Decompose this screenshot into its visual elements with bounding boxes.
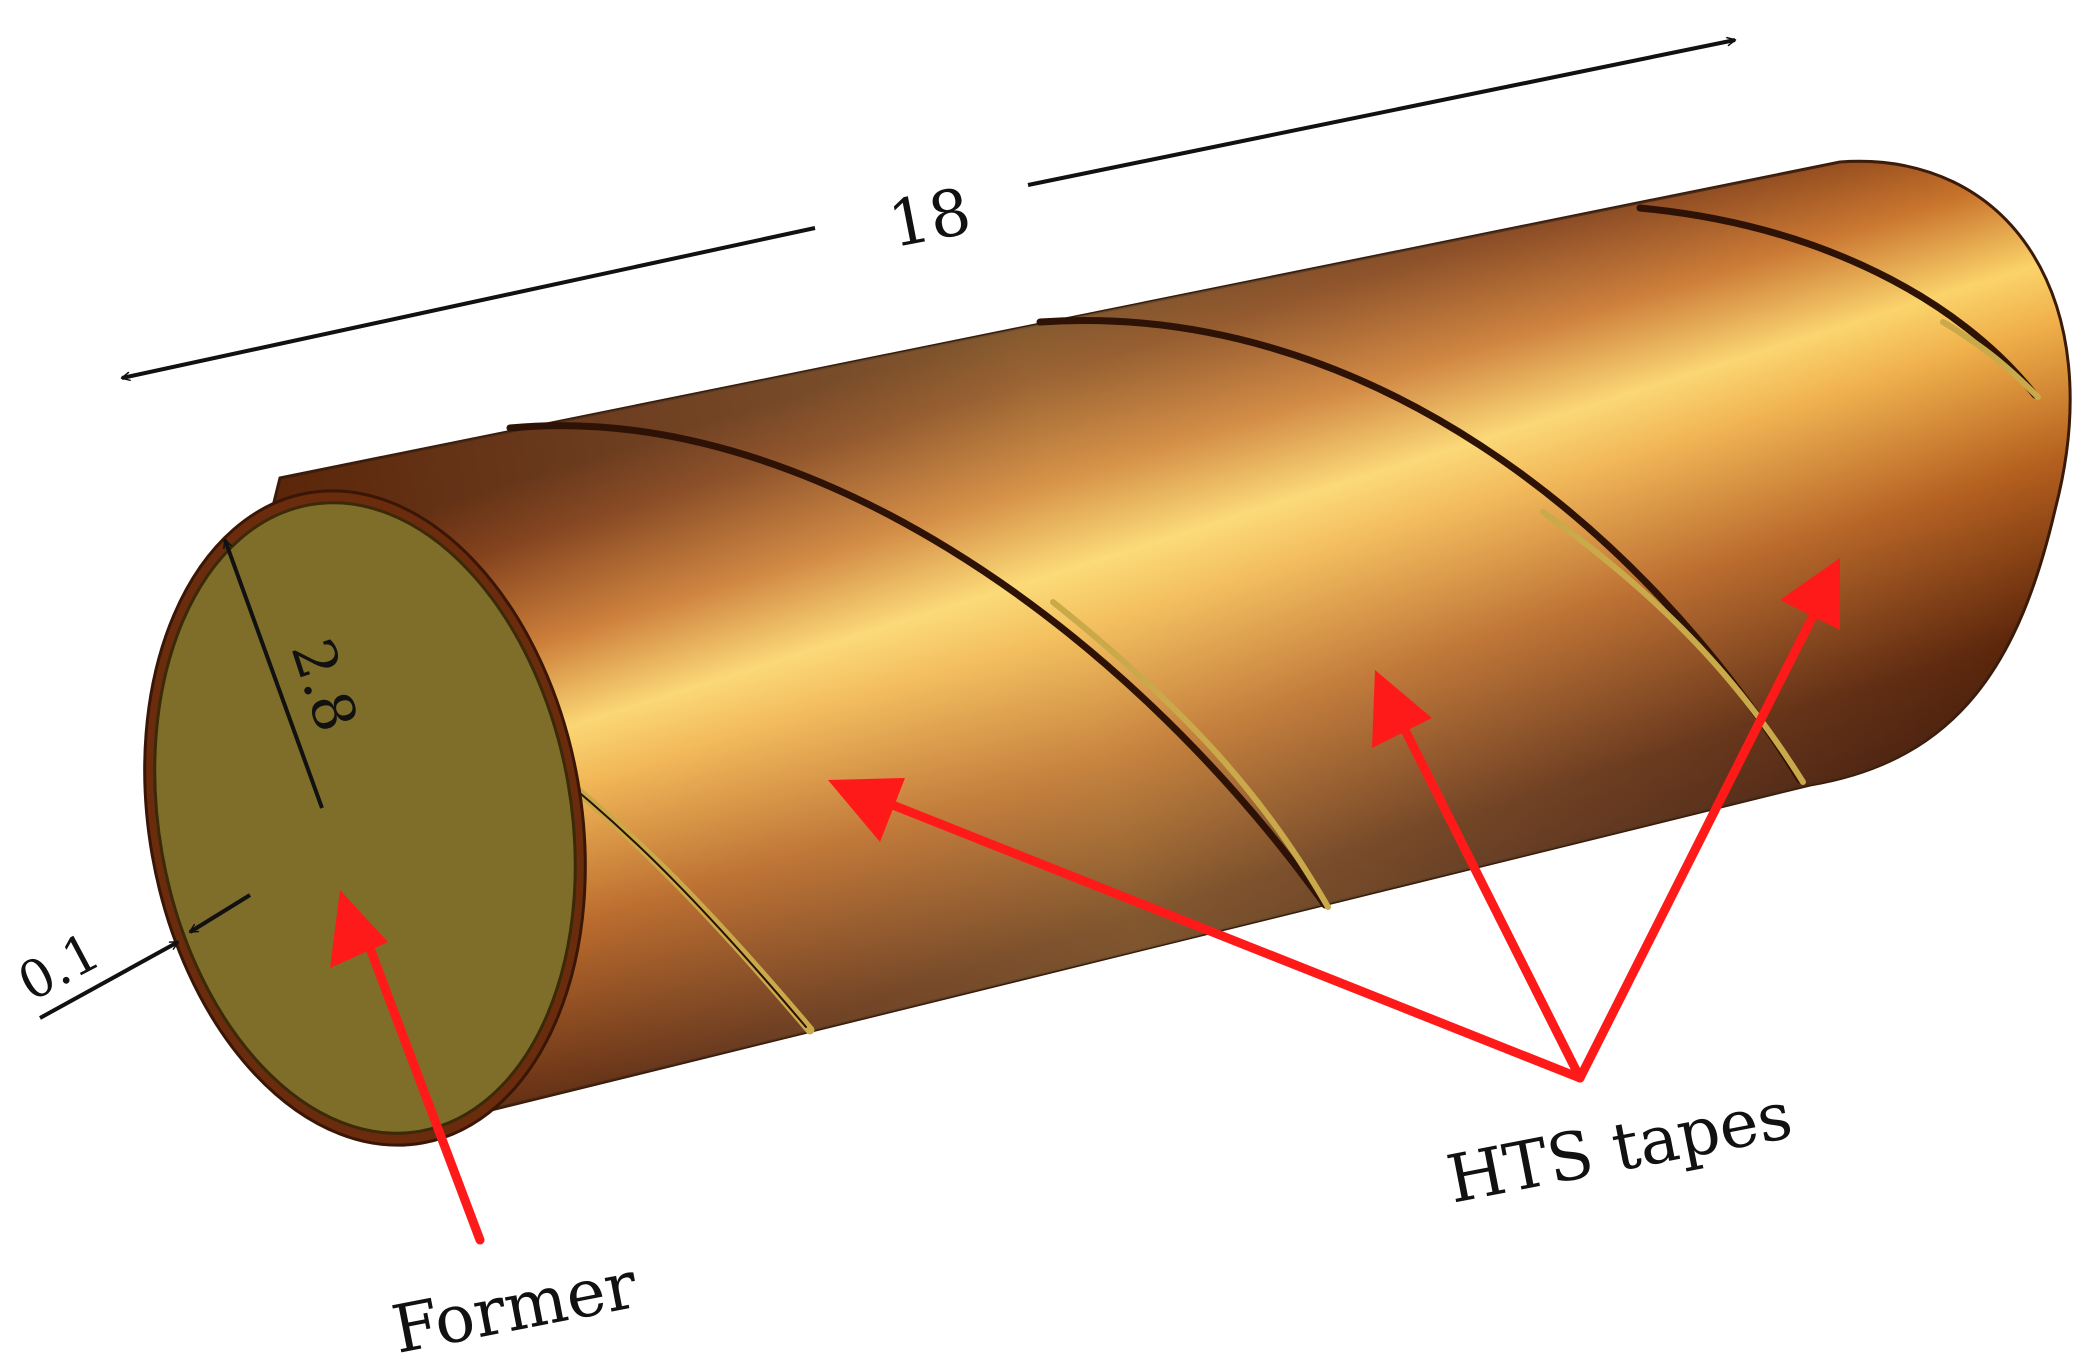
thickness-arrow-inner (188, 893, 252, 934)
tape-gap (506, 422, 1329, 909)
dimension-thickness (39, 893, 252, 1020)
tape-gap (1050, 599, 1331, 910)
tapes-callout-line-1 (875, 795, 1585, 1083)
tape-gaps (506, 204, 2041, 1035)
thickness-arrow-outer (39, 940, 180, 1020)
tape-gap (1636, 204, 2039, 399)
cylinder-sheen (180, 161, 2071, 1132)
former-end-face (143, 489, 587, 1147)
former-face (153, 501, 577, 1135)
tapes-callout-line-3 (1575, 607, 1820, 1083)
length-label: 18 (883, 175, 977, 263)
former-label: Former (386, 1246, 643, 1369)
tape-gap (1540, 509, 1806, 785)
radius-arrow (223, 538, 324, 809)
dimension-length (120, 36, 1737, 382)
dimension-radius (223, 538, 324, 809)
former-callout-head (330, 890, 388, 968)
tapes-callout-line-2 (1395, 715, 1585, 1083)
former-callout-line (360, 930, 485, 1245)
length-arrow-left (120, 226, 816, 382)
tapes-label: HTS tapes (1441, 1076, 1798, 1218)
tapes-callout-head-1 (828, 778, 905, 842)
tape-gap (1940, 319, 2041, 400)
callout-arrows (330, 558, 1840, 1245)
tapes-callout-head-2 (1372, 670, 1432, 748)
tapes-callout-head-3 (1780, 558, 1840, 630)
thickness-label: 0.1 (9, 922, 110, 1014)
length-arrow-right (1027, 36, 1737, 187)
